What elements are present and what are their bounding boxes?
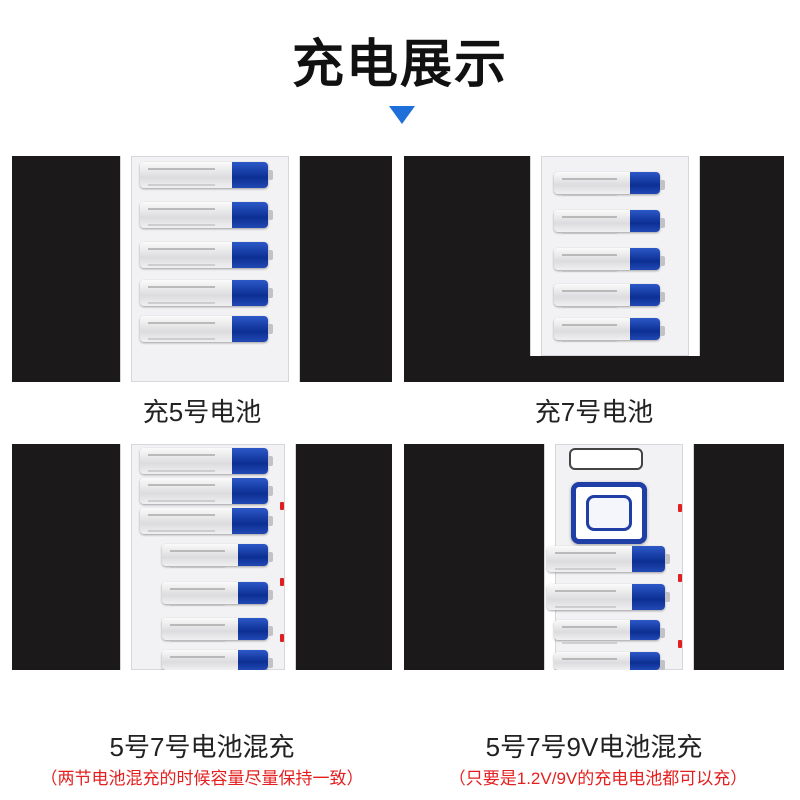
battery-aa xyxy=(140,478,273,504)
photo-aa-aaa-9v-mixed xyxy=(404,444,784,670)
battery-aaa xyxy=(162,618,273,642)
charger-rail xyxy=(284,444,296,670)
battery-aaa xyxy=(554,620,665,644)
charger-rail xyxy=(288,156,300,382)
caption-aaa: 充7号电池 xyxy=(534,397,654,427)
photo-aaa-charging xyxy=(404,156,784,382)
battery-aa xyxy=(140,448,273,474)
charging-led xyxy=(678,574,682,582)
charger-rail xyxy=(120,444,132,670)
battery-aa xyxy=(140,162,273,188)
charging-led xyxy=(280,578,284,586)
battery-9v xyxy=(571,482,647,544)
charger-rail xyxy=(530,156,542,356)
caption-aa: 充5号电池 xyxy=(142,397,262,427)
charging-led xyxy=(280,634,284,642)
charger-slot xyxy=(569,448,643,470)
note-capacity: （两节电池混充的时候容量尽量保持一致） xyxy=(40,769,364,788)
charger-rail xyxy=(120,156,132,382)
battery-aa xyxy=(140,508,273,534)
battery-aaa xyxy=(554,318,665,342)
battery-aaa xyxy=(554,284,665,308)
down-triangle-icon xyxy=(389,106,415,124)
battery-aaa xyxy=(162,544,273,568)
battery-aa xyxy=(140,316,273,342)
note-voltage: （只要是1.2V/9V的充电电池都可以充） xyxy=(448,769,748,788)
battery-aaa xyxy=(554,172,665,196)
charger-rail xyxy=(682,444,694,670)
caption-aa-aaa-9v-mixed: 5号7号9V电池混充 xyxy=(485,732,703,762)
battery-aa xyxy=(140,202,273,228)
charging-led xyxy=(678,640,682,648)
charging-led xyxy=(678,504,682,512)
battery-aa xyxy=(140,280,273,306)
caption-aa-aaa-mixed: 5号7号电池混充 xyxy=(109,732,295,762)
photo-aa-aaa-mixed xyxy=(12,444,392,670)
battery-aaa xyxy=(162,650,273,670)
battery-aa xyxy=(140,242,273,268)
battery-aa xyxy=(547,546,670,572)
battery-aaa xyxy=(554,652,665,670)
battery-aaa xyxy=(554,210,665,234)
battery-aaa xyxy=(554,248,665,272)
charging-led xyxy=(280,502,284,510)
charger-rail xyxy=(688,156,700,356)
battery-aaa xyxy=(162,582,273,606)
page-title: 充电展示 xyxy=(291,36,508,94)
battery-aa xyxy=(547,584,670,610)
charger-body xyxy=(120,156,300,382)
photo-aa-charging xyxy=(12,156,392,382)
